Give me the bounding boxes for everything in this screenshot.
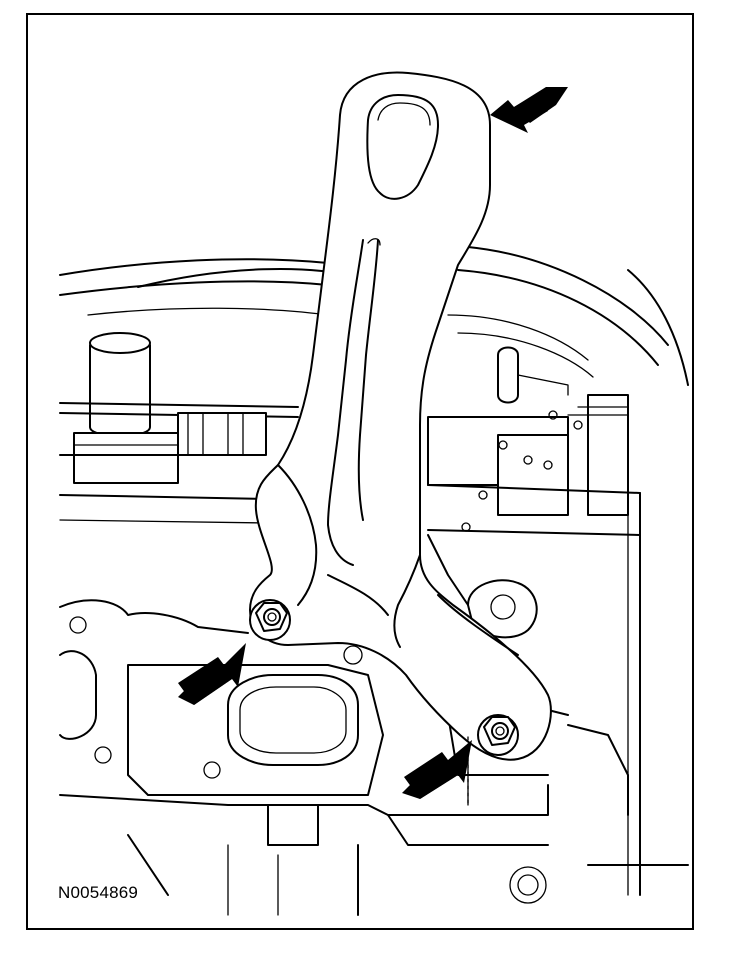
arrow-icon <box>402 740 472 799</box>
technical-illustration <box>59 71 689 916</box>
figure-frame: N0054869 <box>26 13 694 930</box>
figure-reference-code: N0054869 <box>58 883 139 902</box>
bolt-right <box>467 714 519 806</box>
background-hoses <box>59 246 689 386</box>
valve-body <box>59 346 689 896</box>
transmission-case <box>59 534 629 916</box>
lifting-bracket <box>249 71 552 761</box>
arrow-icon <box>178 643 246 705</box>
bolt-left <box>249 599 291 641</box>
arrow-icon <box>490 87 568 133</box>
solenoid <box>73 332 179 484</box>
